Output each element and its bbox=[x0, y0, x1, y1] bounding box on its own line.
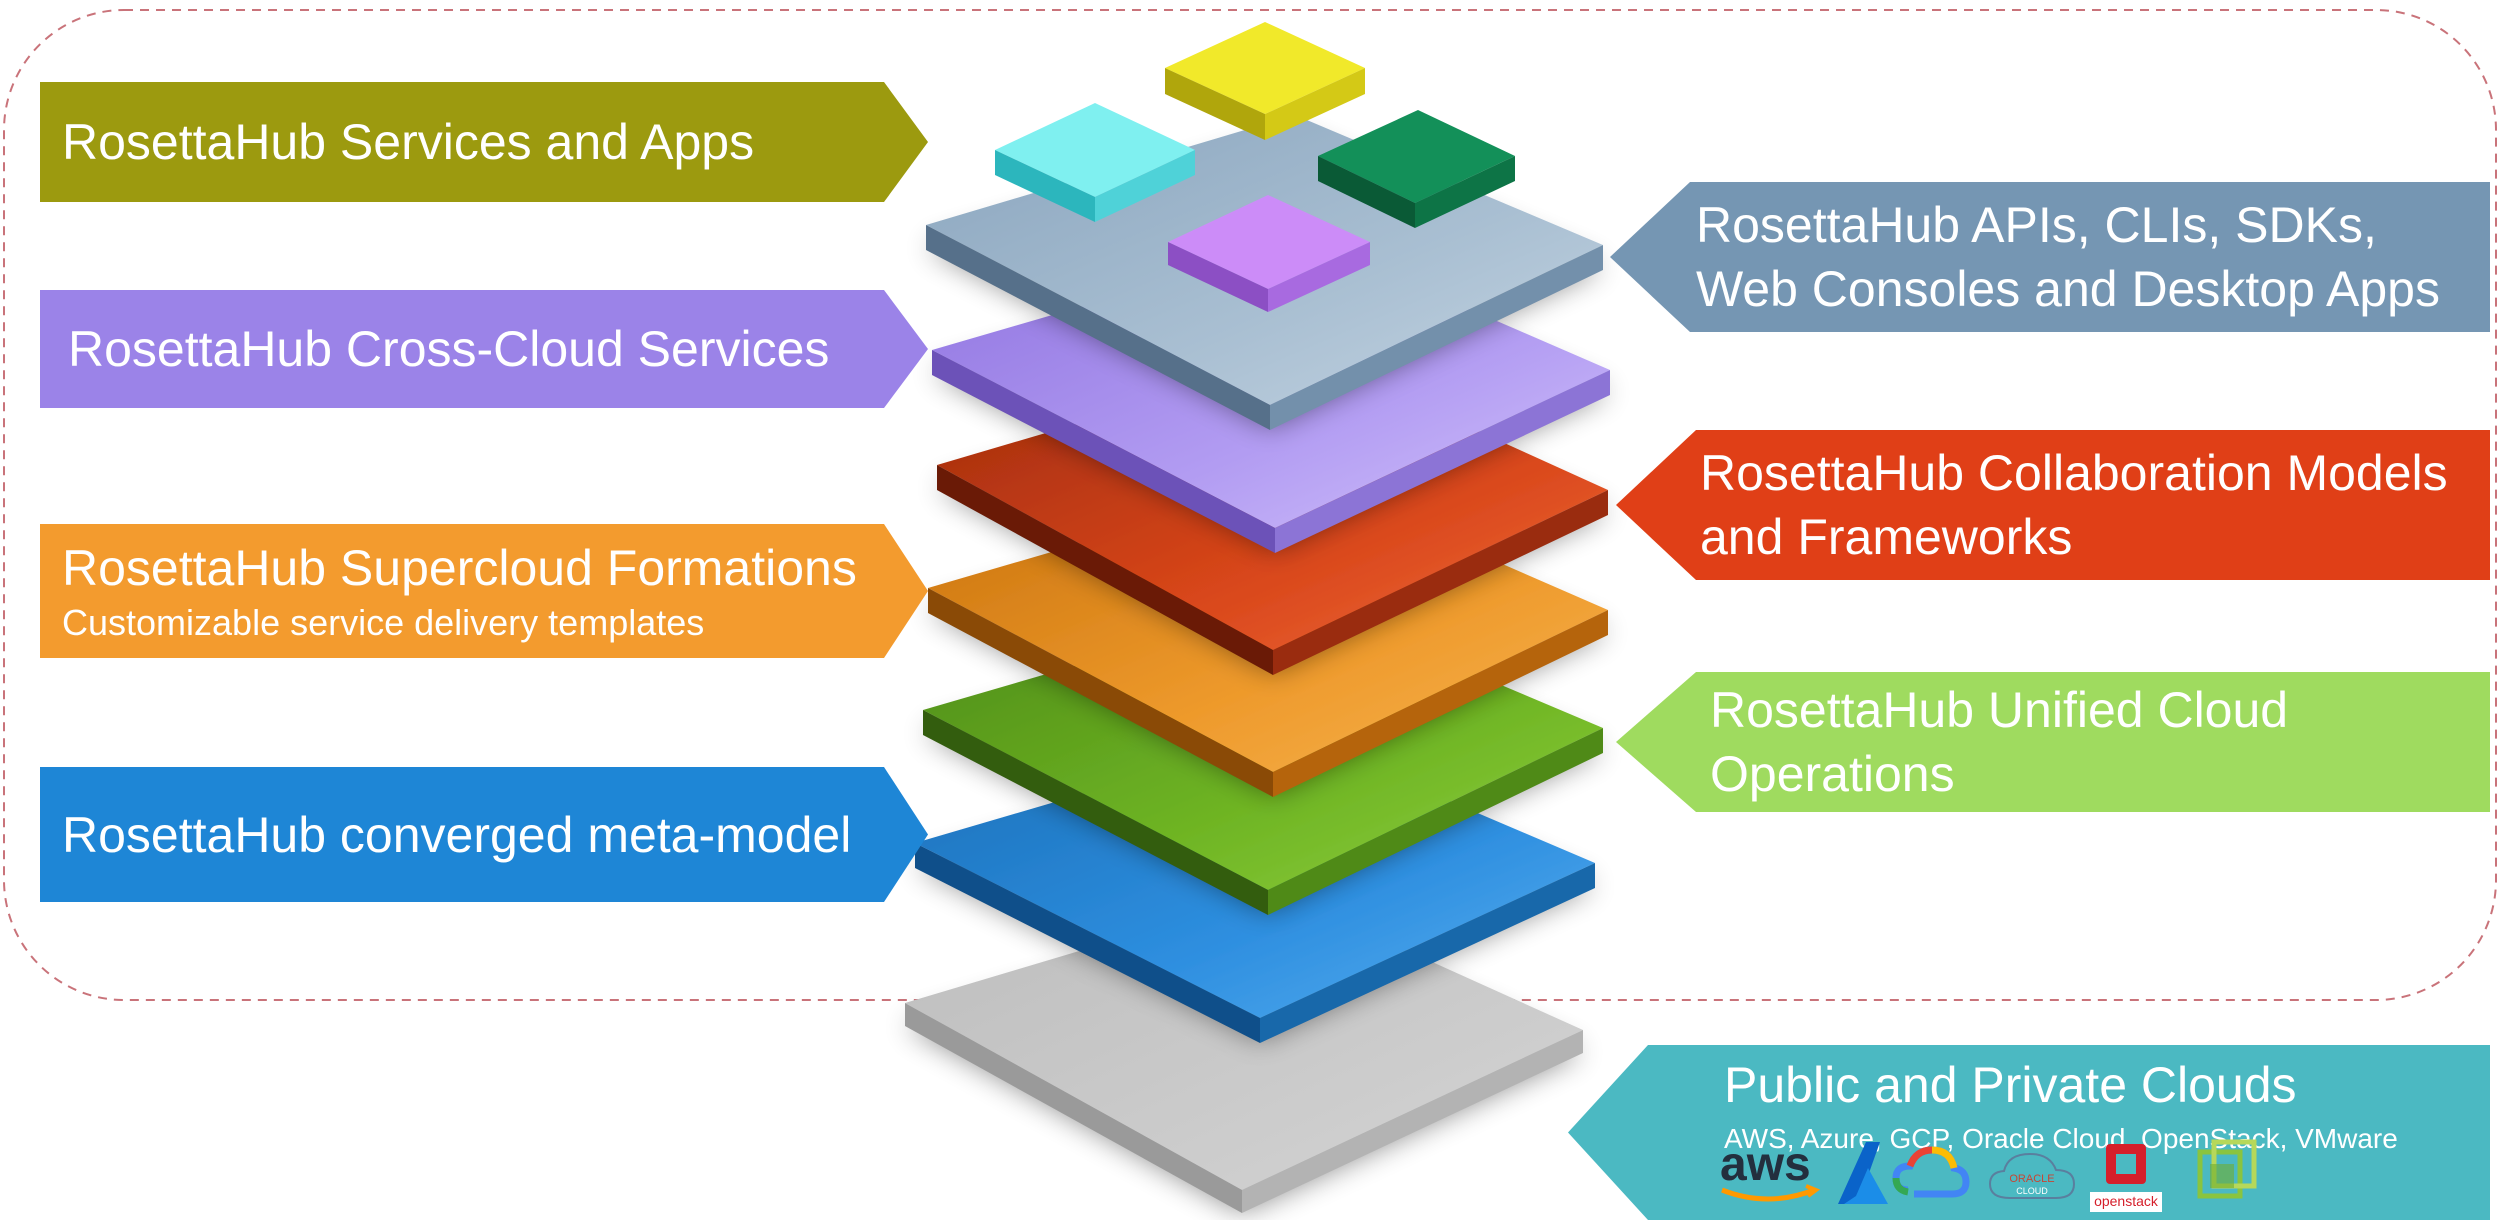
label-cross-cloud-services: RosettaHub Cross-Cloud Services bbox=[40, 290, 928, 408]
label-collab-line2: and Frameworks bbox=[1700, 509, 2073, 565]
label-collab-line1: RosettaHub Collaboration Models bbox=[1700, 445, 2448, 501]
label-cross-cloud-services-text: RosettaHub Cross-Cloud Services bbox=[68, 321, 830, 377]
label-services-and-apps: RosettaHub Services and Apps bbox=[40, 82, 928, 202]
azure-logo-icon bbox=[1838, 1142, 1888, 1204]
label-public-private-clouds: Public and Private Clouds AWS, Azure, GC… bbox=[1568, 1045, 2490, 1220]
label-unified-line2: Operations bbox=[1710, 746, 1955, 802]
openstack-logo-icon: openstack bbox=[2090, 1144, 2162, 1212]
label-supercloud-formations: RosettaHub Supercloud Formations Customi… bbox=[40, 524, 928, 658]
svg-text:ORACLE: ORACLE bbox=[2009, 1173, 2054, 1185]
label-clouds-title: Public and Private Clouds bbox=[1724, 1057, 2297, 1113]
app-block-green bbox=[1318, 110, 1515, 228]
label-collaboration-models: RosettaHub Collaboration Models and Fram… bbox=[1616, 430, 2490, 580]
app-block-cyan bbox=[995, 103, 1195, 222]
cloud-provider-logos: aws ORACLE CLOUD openstack bbox=[1720, 1138, 2257, 1212]
label-apis-line2: Web Consoles and Desktop Apps bbox=[1696, 261, 2440, 317]
vmware-logo-icon bbox=[2197, 1139, 2257, 1199]
aws-logo-icon: aws bbox=[1720, 1138, 1821, 1202]
label-meta-model-text: RosettaHub converged meta-model bbox=[62, 806, 852, 863]
app-block-yellow bbox=[1165, 22, 1365, 140]
label-supercloud-subtitle: Customizable service delivery templates bbox=[62, 602, 705, 643]
svg-text:CLOUD: CLOUD bbox=[2016, 1186, 2048, 1196]
label-unified-cloud-operations: RosettaHub Unified Cloud Operations bbox=[1616, 672, 2490, 812]
label-supercloud-title: RosettaHub Supercloud Formations bbox=[62, 540, 857, 596]
gcp-logo-icon bbox=[1892, 1146, 1970, 1198]
label-converged-meta-model: RosettaHub converged meta-model bbox=[40, 767, 928, 902]
app-block-purple bbox=[1168, 195, 1370, 312]
label-apis-clis-sdks: RosettaHub APIs, CLIs, SDKs, Web Console… bbox=[1610, 182, 2490, 332]
oracle-cloud-logo-icon: ORACLE CLOUD bbox=[1988, 1152, 2076, 1199]
label-apis-line1: RosettaHub APIs, CLIs, SDKs, bbox=[1696, 197, 2377, 253]
svg-text:openstack: openstack bbox=[2094, 1193, 2159, 1209]
label-unified-line1: RosettaHub Unified Cloud bbox=[1710, 682, 2289, 738]
svg-text:aws: aws bbox=[1720, 1138, 1811, 1191]
label-clouds-subtitle: AWS, Azure, GCP, Oracle Cloud, OpenStack… bbox=[1724, 1123, 2398, 1154]
label-services-and-apps-text: RosettaHub Services and Apps bbox=[62, 114, 755, 170]
